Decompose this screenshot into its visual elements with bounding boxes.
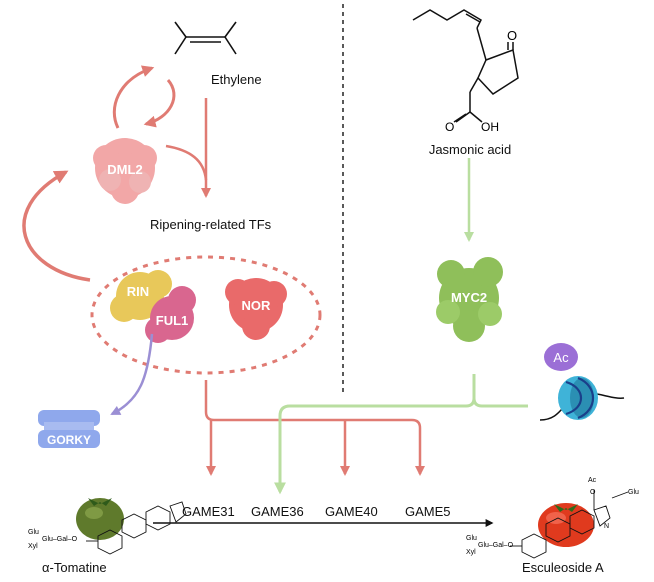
acetyl-badge	[544, 343, 578, 371]
nor-label: NOR	[242, 298, 272, 313]
alpha-tomatine-label: α-Tomatine	[42, 560, 107, 575]
esc-ac: Ac	[588, 477, 597, 484]
dml2-to-tf-arrow	[165, 144, 208, 181]
ethylene-structure	[174, 21, 237, 55]
ja-hydroxyl: OH	[481, 120, 499, 134]
ripening-tf-complex	[90, 255, 322, 375]
acetyl-label: Ac	[553, 350, 569, 365]
green-tomato-icon	[76, 498, 124, 540]
sugar-left-glu: Glu	[28, 529, 39, 536]
sugar-left-chain: Glu–Gal–O	[42, 536, 78, 543]
rin-protein	[110, 270, 172, 322]
nucleosome	[539, 376, 625, 421]
esc-o: O	[590, 489, 596, 496]
myc2-to-game36-arrow	[274, 374, 476, 495]
jasmonic-acid-label: Jasmonic acid	[429, 142, 511, 157]
jasmonic-acid-structure	[412, 9, 519, 123]
ful1-to-gorky-arrow	[110, 333, 154, 416]
gene-game5: GAME5	[405, 504, 451, 519]
esculeoside-a-structure	[510, 490, 629, 559]
ripening-tfs-label: Ripening-related TFs	[150, 217, 272, 232]
sugar-left-xyl: Xyl	[28, 543, 38, 550]
sugar-right-xyl: Xyl	[466, 549, 476, 556]
dml2-loop-arrow-up	[112, 65, 155, 129]
tf-to-game-arrows	[204, 380, 425, 476]
nucleosome-to-myc2-branch	[472, 397, 528, 408]
ja-acid-oxygen: O	[445, 120, 454, 134]
alpha-tomatine-structure	[86, 501, 187, 555]
myc2-protein	[436, 257, 503, 342]
esculeoside-a-label: Esculeoside A	[522, 560, 604, 575]
gene-game40: GAME40	[325, 504, 378, 519]
game-gene-labels: GAME31 GAME36 GAME40 GAME5	[182, 504, 451, 519]
esc-glu: Glu	[628, 489, 639, 496]
ful1-label: FUL1	[156, 313, 189, 328]
rin-to-dml2-feedback-arrow	[22, 170, 91, 282]
ja-ketone-oxygen: O	[507, 28, 517, 43]
rin-label: RIN	[127, 284, 149, 299]
esc-n: N	[604, 523, 609, 530]
dml2-label: DML2	[107, 162, 142, 177]
sugar-right-glu: Glu	[466, 535, 477, 542]
ethylene-label: Ethylene	[211, 72, 262, 87]
dml2-loop-arrow-down	[143, 79, 176, 128]
sugar-right-chain: Glu–Gal–O	[478, 542, 514, 549]
dml2-protein	[93, 138, 157, 204]
nor-protein	[225, 278, 287, 340]
gorky-transporter	[38, 410, 100, 448]
gorky-label: GORKY	[47, 433, 91, 447]
myc2-label: MYC2	[451, 290, 487, 305]
gene-game36: GAME36	[251, 504, 304, 519]
gene-game31: GAME31	[182, 504, 235, 519]
